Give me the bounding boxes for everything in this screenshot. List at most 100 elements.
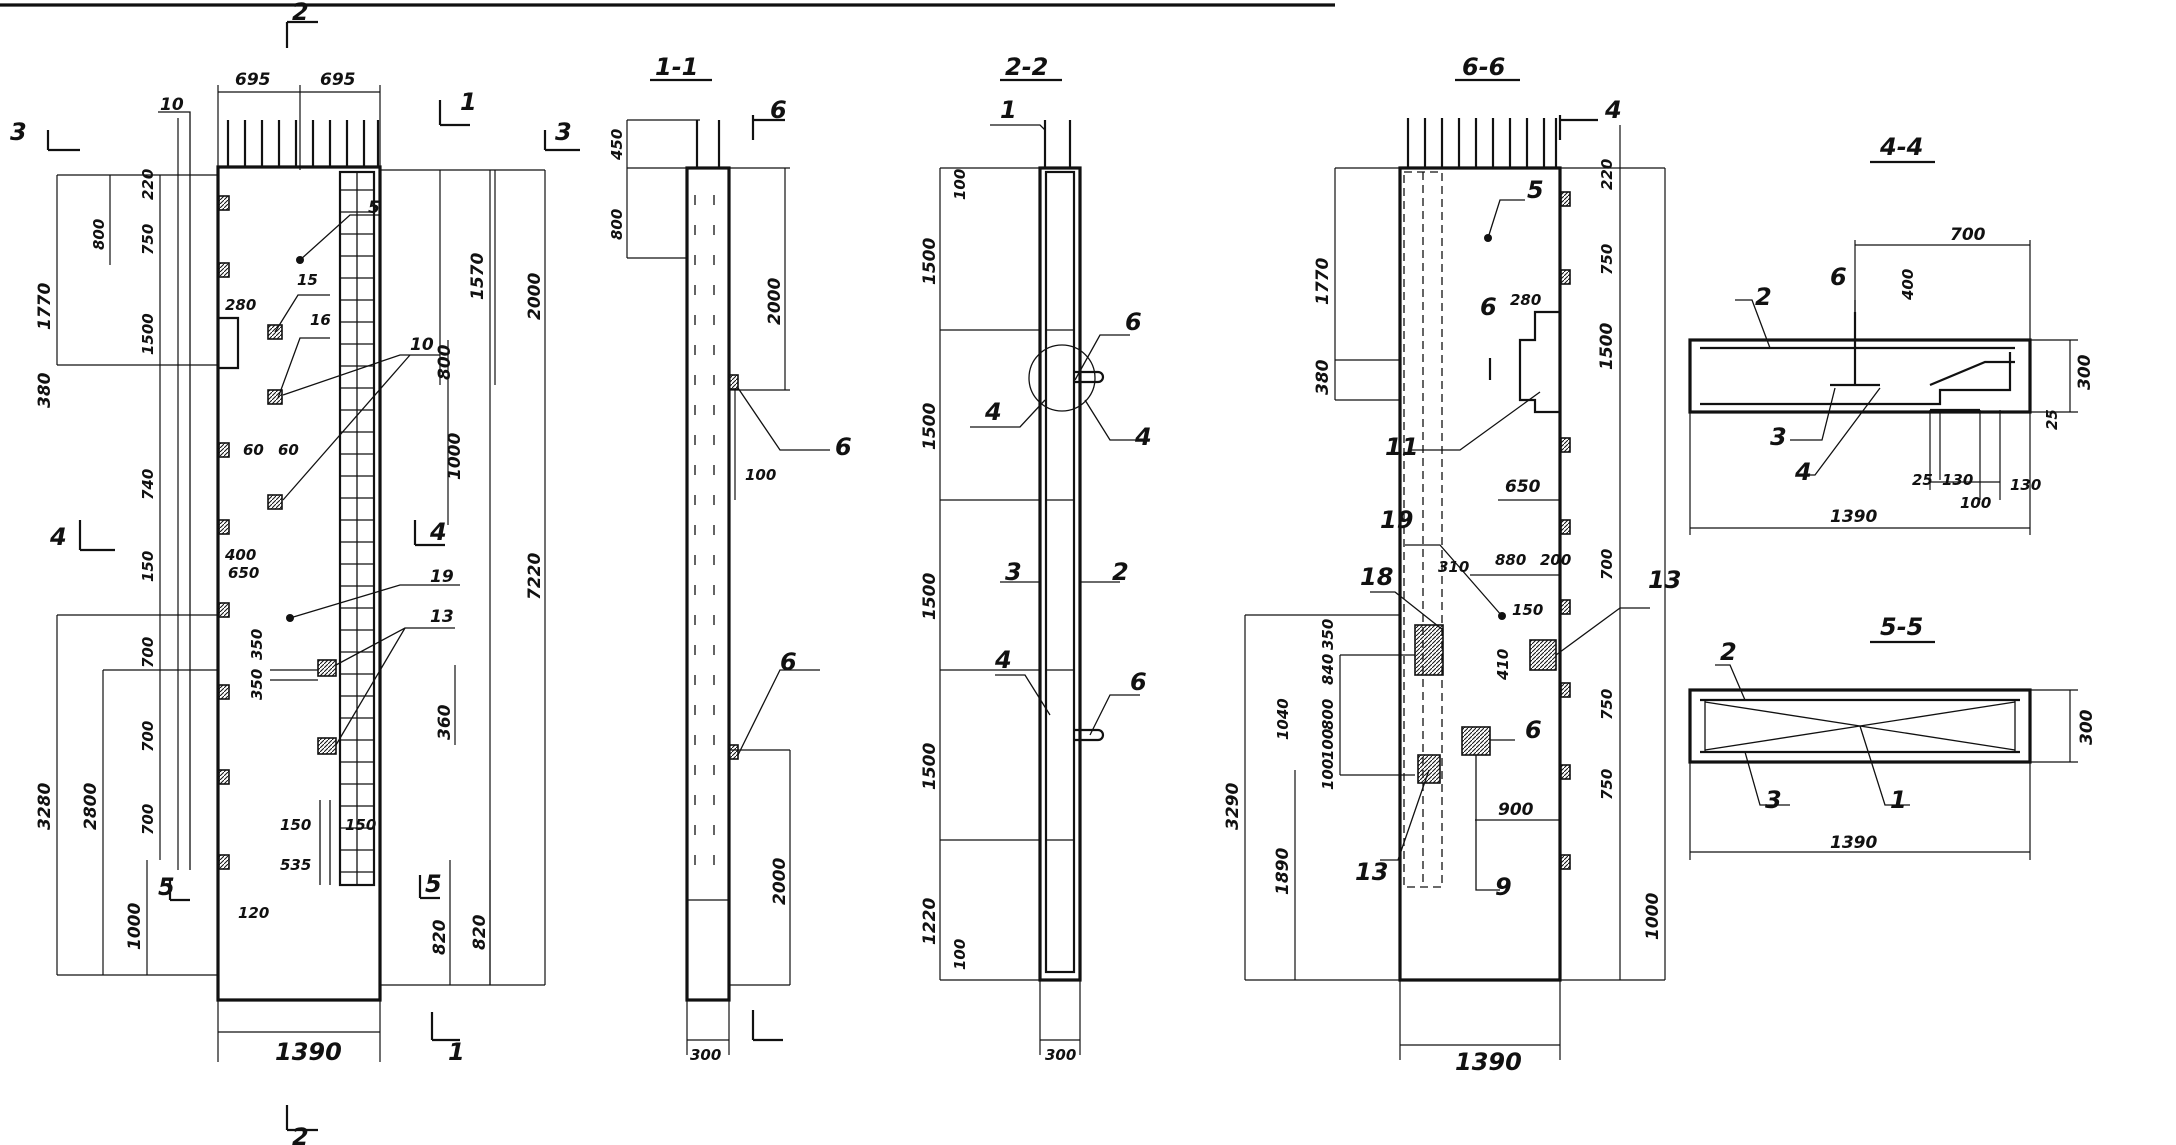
section-4-4-title: 4-4	[1879, 133, 1923, 161]
s66-dim-9: 310	[1438, 558, 1469, 576]
dim-small-1: 280	[225, 296, 256, 314]
reinforcement-cage	[319, 170, 376, 887]
s66-dim-14: 840	[1319, 654, 1337, 685]
dim-small-5: 650	[228, 564, 259, 582]
dim-left-1: 1770	[35, 283, 55, 330]
s44-callout-2: 2	[1755, 283, 1772, 311]
s44-dim-2: 400	[1899, 269, 1917, 301]
section-4-4-outline	[1688, 338, 2032, 414]
s66-callout-4: 4	[1604, 96, 1622, 124]
s66-dim-16: 1040	[1274, 698, 1292, 740]
s55-callout-1: 1	[1890, 786, 1907, 814]
section-4-4: 4-4 700 400	[1688, 133, 2095, 535]
dim-right-8: 820	[470, 914, 490, 950]
s66-cage	[1403, 171, 1443, 888]
dim-left-5: 1000	[125, 903, 145, 950]
s66-callout-9: 9	[1495, 873, 1512, 901]
section-1-1: 1-1	[608, 53, 852, 1064]
section-6-6-outline	[1398, 166, 1562, 982]
dim-inner-9: 700	[139, 804, 157, 835]
callout-13: 13	[430, 607, 454, 627]
s22-dim-6: 1220	[920, 898, 940, 945]
s66-dim-width: 1390	[1455, 1048, 1522, 1076]
dim-right-3: 800	[435, 344, 455, 380]
dim-left-4: 2800	[81, 783, 101, 830]
section-mark-3-right: 3	[555, 118, 572, 146]
s11-dim-3: 2000	[765, 278, 785, 325]
callout-10-mid: 10	[410, 335, 434, 355]
s22-dim-8: 300	[1045, 1046, 1076, 1064]
section-mark-5-right: 5	[425, 870, 442, 898]
section-1-1-title: 1-1	[655, 53, 698, 81]
dim-top-right: 695	[320, 70, 356, 90]
dim-small-11: 120	[238, 904, 269, 922]
s11-callout-6-mid: 6	[835, 433, 852, 461]
section-6-6: 6-6	[1223, 53, 1681, 1076]
section-1-1-ties	[694, 195, 715, 865]
s11-dim-2: 800	[608, 209, 626, 240]
callout-15: 15	[297, 271, 318, 289]
section-2-2-outline	[1038, 166, 1082, 982]
s66-callout-19: 19	[1380, 506, 1413, 534]
dim-inner-3: 220	[139, 169, 157, 200]
s66-callout-5: 5	[1527, 176, 1544, 204]
s11-dim-1: 450	[608, 129, 626, 161]
s11-dim-6: 300	[690, 1046, 721, 1064]
s66-niche	[1518, 310, 1560, 414]
s66-dim-6: 1500	[1597, 323, 1617, 370]
s66-dim-23: 750	[1598, 769, 1616, 800]
s55-callout-2: 2	[1720, 638, 1737, 666]
section-2-2-cage	[1044, 170, 1076, 974]
dim-right-2: 2000	[525, 273, 545, 320]
s22-callout-4-right: 4	[1134, 423, 1152, 451]
callout-10-top: 10	[160, 95, 184, 115]
s44-dims	[1689, 240, 2078, 535]
section-mark-4-right: 4	[429, 518, 447, 546]
dim-inner-5: 740	[139, 469, 157, 500]
s55-callout-3: 3	[1765, 786, 1782, 814]
s22-dim-5: 1500	[920, 743, 940, 790]
dim-inner-4: 750	[139, 224, 157, 255]
s22-dim-7: 100	[951, 939, 969, 970]
s22-loop-top	[1074, 370, 1105, 384]
section-mark-4-left: 4	[49, 523, 67, 551]
dim-small-10: 535	[280, 856, 311, 874]
s22-callout-2: 2	[1112, 558, 1129, 586]
s66-dim-10: 200	[1540, 551, 1571, 569]
front-section-marks	[46, 20, 580, 1132]
dim-inner-8: 700	[139, 721, 157, 752]
s22-dim-3: 1500	[920, 403, 940, 450]
s66-plates	[1414, 191, 1571, 870]
s66-dim-21: 750	[1598, 689, 1616, 720]
s44-dim-6: 130	[1942, 471, 1973, 489]
section-2-2-title: 2-2	[1005, 53, 1048, 81]
s11-callout-6-low: 6	[780, 648, 797, 676]
dim-inner-1: 800	[90, 219, 108, 250]
dim-top-left: 695	[235, 70, 271, 90]
s66-dim-8: 880	[1495, 551, 1526, 569]
s66-dim-2: 380	[1313, 359, 1333, 395]
s22-callout-4-left: 4	[984, 398, 1002, 426]
s66-dims	[1244, 115, 1666, 1060]
section-mark-2-bottom: 2	[292, 1123, 309, 1145]
s44-callout-6: 6	[1830, 263, 1847, 291]
s66-dim-3: 280	[1510, 291, 1541, 309]
s66-dim-19: 1890	[1273, 848, 1293, 895]
s66-callout-6-top: 6	[1480, 293, 1497, 321]
dim-small-9: 150	[345, 816, 376, 834]
section-mark-3-left: 3	[10, 118, 27, 146]
s66-dim-26: 410	[1494, 649, 1512, 681]
dim-right-1: 1570	[468, 253, 488, 300]
s44-dim-4: 25	[2043, 409, 2061, 430]
section-mark-1-bottom: 1	[448, 1038, 465, 1066]
s22-detail-circle	[1028, 344, 1096, 412]
s22-dim-2: 1500	[920, 238, 940, 285]
dim-right-7: 820	[430, 919, 450, 955]
projecting-bars	[226, 120, 380, 167]
front-leaders	[158, 111, 460, 870]
s66-callout-13-left: 13	[1355, 858, 1388, 886]
callout-16: 16	[310, 311, 331, 329]
dim-small-8: 150	[280, 816, 311, 834]
section-1-1-anchor-top	[728, 374, 739, 390]
s44-dim-3: 300	[2075, 354, 2095, 390]
